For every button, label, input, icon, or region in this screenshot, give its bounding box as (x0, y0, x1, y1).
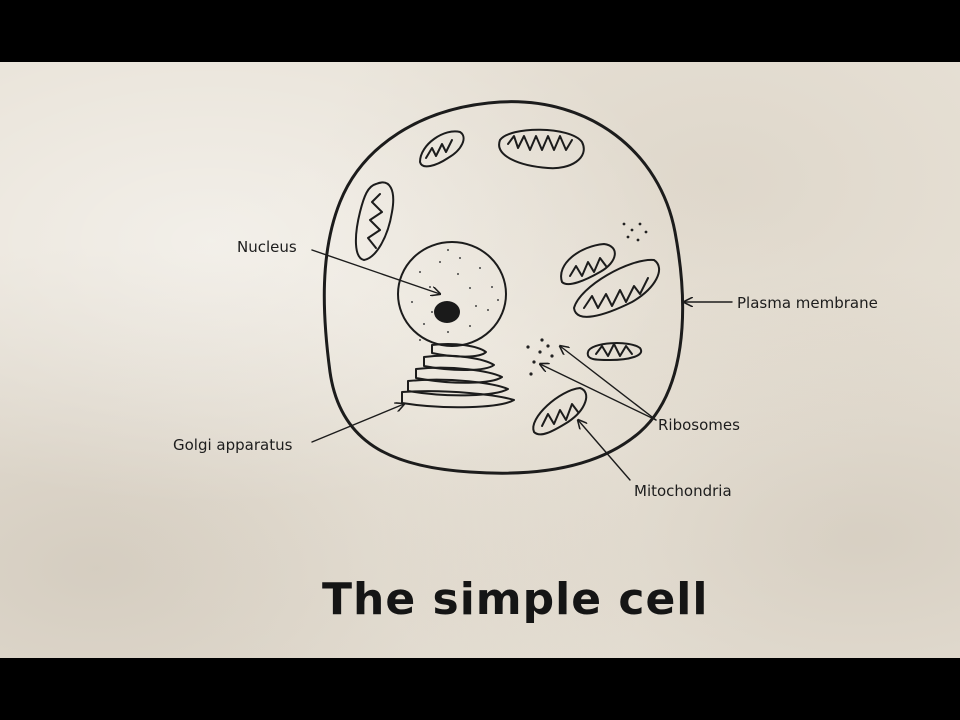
ribosomes-label: Ribosomes (658, 416, 740, 434)
nucleus-label: Nucleus (237, 238, 297, 256)
plasma-membrane-label: Plasma membrane (737, 294, 878, 312)
plasma-membrane-outline (322, 100, 685, 475)
nucleus-arrow (311, 249, 440, 294)
ribosomes (526, 222, 648, 376)
mitochondrion (586, 342, 643, 361)
mitochondrion (532, 387, 588, 436)
mitochondrion (498, 128, 585, 170)
cell-diagram: Nucleus Plasma membrane Ribosomes Mitoch… (173, 100, 878, 625)
golgi-apparatus-label: Golgi apparatus (173, 436, 293, 454)
nucleolus (434, 301, 460, 323)
golgi-apparatus (401, 342, 515, 409)
golgi-apparatus-arrow (311, 404, 404, 443)
mitochondria-arrow (578, 420, 631, 481)
mitochondrion (354, 181, 395, 261)
mitochondrion (560, 243, 616, 286)
mitochondrion (573, 258, 660, 318)
ribosomes-arrow (560, 346, 657, 421)
ribosomes-arrow (540, 364, 657, 421)
parchment-background: Nucleus Plasma membrane Ribosomes Mitoch… (0, 62, 960, 658)
nucleus (397, 241, 507, 347)
mitochondrion (419, 130, 465, 168)
diagram-title: The simple cell (322, 574, 708, 625)
mitochondria-label: Mitochondria (634, 482, 732, 500)
